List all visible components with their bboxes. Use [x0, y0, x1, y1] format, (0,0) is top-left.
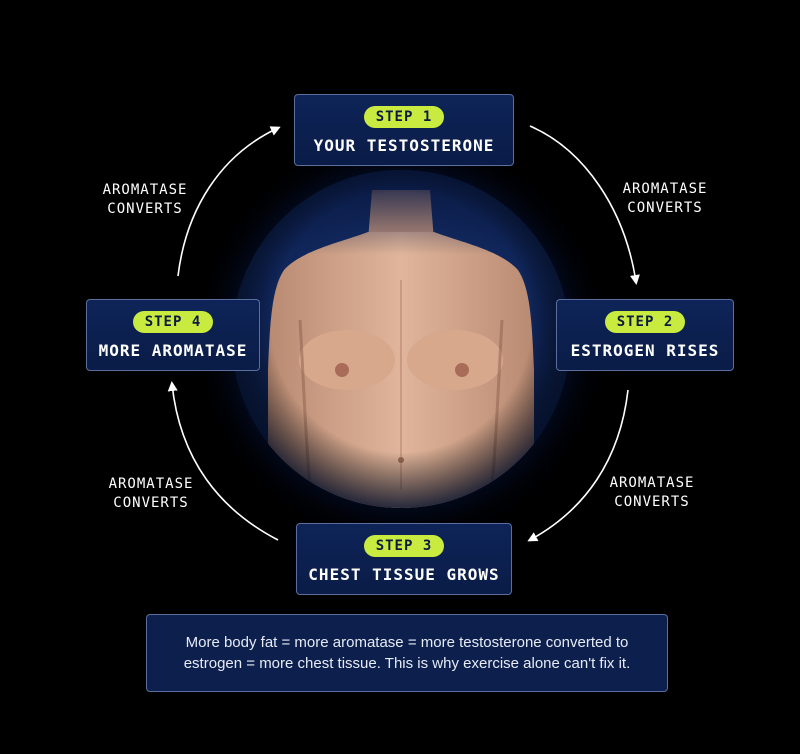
step-2-box: STEP 2 ESTROGEN RISES — [556, 299, 734, 371]
arrow-label-line: CONVERTS — [605, 199, 725, 218]
arrow-label-line: CONVERTS — [85, 200, 205, 219]
step-3-box: STEP 3 CHEST TISSUE GROWS — [296, 523, 512, 595]
arrow-step3-to-step4 — [172, 384, 278, 540]
step-1-box: STEP 1 YOUR TESTOSTERONE — [294, 94, 514, 166]
note-line-1: More body fat = more aromatase = more te… — [184, 632, 631, 653]
step-2-badge: STEP 2 — [605, 311, 686, 333]
step-4-badge: STEP 4 — [133, 311, 214, 333]
step-1-title: YOUR TESTOSTERONE — [314, 136, 495, 155]
explanation-note: More body fat = more aromatase = more te… — [146, 614, 668, 692]
arrow-step2-to-step3 — [530, 390, 628, 540]
arrow-label-line: AROMATASE — [592, 474, 712, 493]
arrow-label-bottom-right: AROMATASE CONVERTS — [592, 474, 712, 512]
arrow-label-top-right: AROMATASE CONVERTS — [605, 180, 725, 218]
step-2-title: ESTROGEN RISES — [571, 341, 720, 360]
step-3-badge: STEP 3 — [364, 535, 445, 557]
arrow-label-top-left: AROMATASE CONVERTS — [85, 181, 205, 219]
arrow-label-line: AROMATASE — [91, 475, 211, 494]
arrow-label-line: AROMATASE — [85, 181, 205, 200]
step-3-title: CHEST TISSUE GROWS — [308, 565, 499, 584]
step-1-badge: STEP 1 — [364, 106, 445, 128]
arrow-label-line: CONVERTS — [91, 494, 211, 513]
arrow-label-line: CONVERTS — [592, 493, 712, 512]
arrow-label-line: AROMATASE — [605, 180, 725, 199]
arrow-label-bottom-left: AROMATASE CONVERTS — [91, 475, 211, 513]
step-4-title: MORE AROMATASE — [99, 341, 248, 360]
note-line-2: estrogen = more chest tissue. This is wh… — [184, 653, 631, 674]
step-4-box: STEP 4 MORE AROMATASE — [86, 299, 260, 371]
